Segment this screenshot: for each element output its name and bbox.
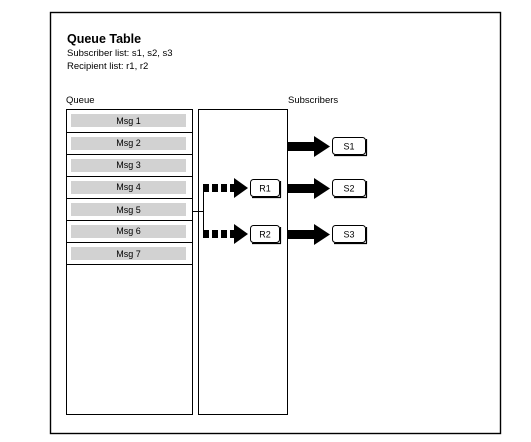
subscriber-s2: S2 [332,179,368,199]
queue-header: Queue [66,95,95,106]
message-cell [71,137,186,150]
arrow-s1 [288,136,330,157]
subscriber-s1: S1 [332,137,368,157]
message-cell [71,159,186,172]
diagram-title: Queue Table [67,32,141,46]
message-label: Msg 5 [116,205,141,215]
queue-box [66,109,193,415]
subscriber-label: S2 [343,184,354,194]
message-cell [71,225,186,238]
message-row-7: Msg 7 [66,247,193,265]
message-cell [71,203,186,216]
fork-connector [192,188,204,235]
message-cell [71,181,186,194]
message-label: Msg 7 [116,249,141,259]
message-label: Msg 6 [116,226,141,236]
message-row-5: Msg 5 [66,203,193,221]
recipient-r2: R2 [250,225,282,245]
subscriber-list-text: Subscriber list: s1, s2, s3 [67,48,173,59]
dashed-arrow-r1 [203,178,248,198]
routing-box [198,109,288,415]
message-label: Msg 4 [116,182,141,192]
message-row-6: Msg 6 [66,225,193,243]
subscriber-label: S3 [343,230,354,240]
message-row-4: Msg 4 [66,181,193,199]
message-cell [71,247,186,260]
message-label: Msg 3 [116,160,141,170]
recipient-list-text: Recipient list: r1, r2 [67,61,148,72]
arrow-s2 [288,178,330,199]
arrow-s3 [288,224,330,245]
subscriber-label: S1 [343,142,354,152]
subscriber-s3: S3 [332,225,368,245]
message-cell [71,114,186,127]
recipient-label: R1 [259,184,271,194]
message-label: Msg 1 [116,116,141,126]
recipient-r1: R1 [250,179,282,199]
outer-frame [49,11,502,435]
recipient-label: R2 [259,230,271,240]
dashed-arrow-r2 [203,224,248,244]
message-row-2: Msg 2 [66,137,193,155]
message-label: Msg 2 [116,138,141,148]
subscribers-header: Subscribers [288,95,338,106]
message-row-1: Msg 1 [66,114,193,133]
message-row-3: Msg 3 [66,159,193,177]
